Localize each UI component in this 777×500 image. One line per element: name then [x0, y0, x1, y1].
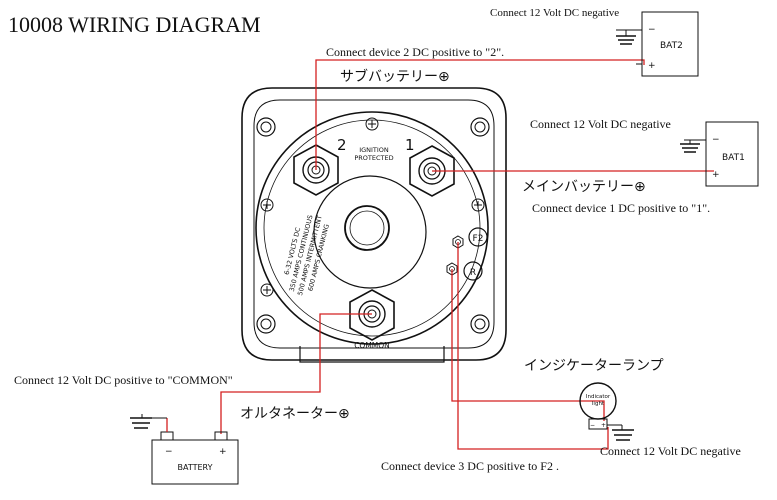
main-battery-note: メインバッテリー⊕ — [522, 179, 646, 195]
bat1-neg: − — [712, 135, 720, 145]
r-label: R — [470, 268, 476, 278]
battery-pos: + — [219, 447, 227, 457]
bat2-neg: − — [648, 25, 656, 35]
sub-battery-note: サブバッテリー⊕ — [340, 68, 450, 85]
bat2-name: BAT2 — [660, 41, 683, 51]
device1-positive-note: Connect device 1 DC positive to "1". — [532, 201, 710, 215]
device2-positive-note: Connect device 2 DC positive to "2". — [326, 45, 504, 59]
ground-icon-indicator — [612, 429, 634, 441]
ground-icon-battery — [130, 414, 152, 429]
indicator-light: Indicator light − + — [579, 382, 623, 430]
bat1-name: BAT1 — [722, 153, 745, 163]
terminal-1-label: 1 — [405, 136, 415, 154]
wires — [220, 59, 714, 450]
f2-label: F2 — [473, 234, 484, 244]
wire-indicator — [451, 269, 605, 421]
bat1-pos: + — [712, 170, 720, 180]
main-battery: − + BATTERY — [146, 417, 239, 485]
bat1-battery: − + BAT1 — [684, 121, 759, 187]
battery-switch — [241, 87, 507, 363]
device3-positive-note: Connect device 3 DC positive to F2 . — [381, 459, 559, 473]
indicator-label-1: Indicator — [586, 394, 611, 400]
indicator-neg: − — [590, 422, 595, 429]
ignition-label: IGNITION — [359, 146, 389, 154]
indicator-negative-note: Connect 12 Volt DC negative — [600, 444, 741, 458]
battery-name: BATTERY — [178, 463, 213, 472]
rating-text: 6-32 VOLTS DC 350 AMPS CONTINUOUS 500 AM… — [283, 214, 331, 296]
indicator-lamp-note: インジケーターランプ — [524, 358, 664, 374]
ground-icon-bat1 — [680, 140, 700, 153]
bat2-negative-note: Connect 12 Volt DC negative — [490, 7, 619, 19]
common-label: COMMON — [354, 341, 390, 350]
terminal-2 — [293, 144, 339, 196]
protected-label: PROTECTED — [354, 154, 393, 162]
terminal-common — [349, 289, 395, 341]
bat2-pos: + — [648, 61, 656, 71]
indicator-label-2: light — [592, 401, 605, 407]
battery-neg: − — [165, 447, 173, 457]
wire-f2 — [457, 242, 609, 450]
common-positive-note: Connect 12 Volt DC positive to "COMMON" — [14, 373, 233, 387]
bat1-negative-note: Connect 12 Volt DC negative — [530, 117, 671, 131]
bat2-battery: − + BAT2 — [616, 11, 699, 77]
wire-common — [220, 313, 372, 434]
diagram-title: 10008 WIRING DIAGRAM — [8, 12, 261, 37]
wire-device-2 — [315, 59, 645, 170]
terminal-2-label: 2 — [337, 136, 347, 154]
alternator-note: オルタネーター⊕ — [240, 406, 350, 422]
ground-icon-bat2 — [616, 30, 636, 45]
indicator-pos: + — [601, 422, 606, 429]
